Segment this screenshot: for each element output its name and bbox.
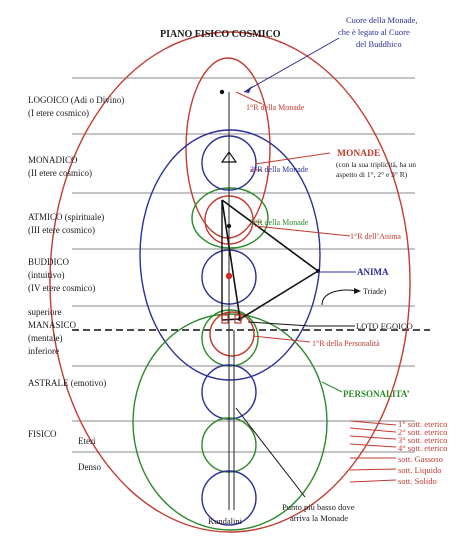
personalita-connector [321,381,343,393]
kundalini-label: Kundalini [208,516,243,526]
subplane-label: 4° sott. eterico [398,443,447,453]
plane-buddico-label: BUDDICO [28,257,70,267]
plane-divider-lines [72,77,430,453]
r3-monade-label: 3°R della Monade [250,218,309,227]
plane-manasico-label: MANASICO [28,320,77,330]
subplane-label: 2° sott. eterico [398,427,447,437]
loto-label: LOTO EGOICO [356,321,413,331]
manasic-green-circle [201,309,259,367]
monade-red-ellipse [185,57,271,239]
plane-manasico-inferiore: inferiore [28,346,59,356]
plane-astrale-label: ASTRALE (emotivo) [28,378,106,388]
buddhic-red-dot [225,272,233,280]
triad-base [221,318,241,321]
subplane-connector [349,468,397,471]
triad-lines [221,199,320,321]
r1-anima-label: 1°R dell’Anima [350,232,401,241]
subplane-label: sott. Gassoso [398,454,443,464]
subplane-label: 3° sott. eterico [398,435,447,445]
subplane-label: 1° sott. eterico [398,419,447,429]
anima-blue-ellipse [139,129,321,381]
triade-connector [321,289,359,306]
subplane-connector [349,427,397,433]
atmic-dot [226,223,232,229]
plane-atmico-label: ATMICO (spirituale) [28,212,104,222]
monade-desc-line: (con la sua triplicità, ha un [336,160,416,169]
cuore-note-line: del Buddhico [356,39,402,49]
subplane-label: sott. Solido [398,476,437,486]
r1-anima-connector [254,225,351,237]
anima-label: ANIMA [357,267,389,277]
page-title: PIANO FISICO COSMICO [160,29,281,40]
punto-label-line: arriva la Monade [290,513,348,523]
plane-manasico-sublabel: (mentale) [28,333,62,343]
personality-green-ellipse [132,313,328,531]
subplane-connector [349,420,397,426]
plane-atmico-sublabel: (III etere cosmico) [28,225,95,235]
monad-triangle-icon [220,150,238,163]
plane-logoico-sublabel: (I etere cosmico) [28,108,89,118]
plane-buddico-sublabel: (intuitivo) [28,270,65,280]
manas-mark [221,314,229,324]
personalita-label: PERSONALITA’ [343,389,410,399]
monade-desc-line: aspetto di 1°, 2° e 3° R) [336,170,408,179]
triade-label: Triade) [363,287,387,296]
cuore-note-line: che è legato al Cuore [338,27,410,37]
cuore-connector [243,37,340,93]
plane-manasico-superiore: superiore [28,307,62,317]
manasic-red-circle [209,311,255,357]
plane-monadico-label: MONADICO [28,155,78,165]
subplane-connector [349,443,397,448]
r1-monade-connector [235,91,263,105]
triade-arrow-icon [354,288,361,294]
cuore-note-line: Cuore della Monade, [346,15,418,25]
subplane-connector [349,435,397,440]
monade-label: MONADE [337,149,380,159]
subplane-label: sott. Liquido [398,465,441,475]
plane-eteri-label: Eteri [78,436,96,446]
monade-connector [254,152,331,165]
punto-connector [235,407,306,498]
plane-monadico-sublabel: (II etere cosmico) [28,168,92,178]
logoic-dot [219,89,225,95]
punto-label-line: Punto più basso dove [282,502,355,512]
plane-logoico-label: LOGOICO (Adi o Divino) [28,95,124,105]
plane-denso-label: Denso [78,462,101,472]
plane-buddico-sublabel: (IV etere cosmico) [28,283,95,293]
outer-red-ellipse [49,31,411,533]
r1-personalita-connector [252,335,311,343]
subplane-connector [349,479,397,483]
cuore-arrow-icon [244,86,252,93]
plane-fisico-label: FISICO [28,429,57,439]
r2-monade-label: 2°R della Monade [250,165,309,174]
r1-monade-label: 1°R della Monade [246,103,305,112]
r1-personalita-label: 1°R della Personalità [312,339,380,348]
manas-mark [234,314,242,324]
loto-connector [247,321,355,327]
